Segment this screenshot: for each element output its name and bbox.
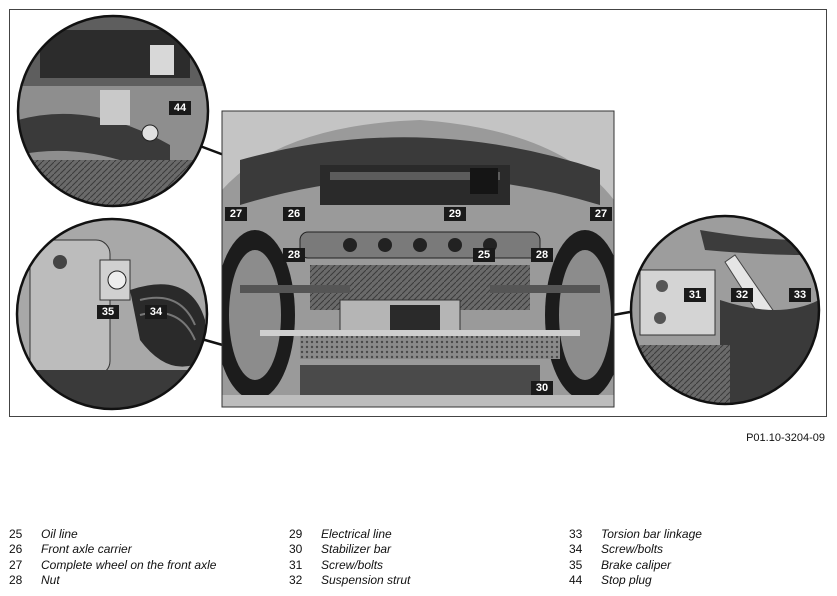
legend-text: Stop plug	[601, 572, 652, 587]
legend-text: Stabilizer bar	[321, 542, 392, 557]
callout-27-right: 27	[590, 207, 612, 221]
legend-text: Torsion bar linkage	[601, 527, 702, 541]
legend-item: 34 Screw/bolts	[569, 542, 702, 557]
legend-number: 32	[289, 572, 303, 587]
figure-reference: P01.10-3204-09	[746, 432, 825, 444]
legend-item: 28 Nut	[9, 573, 216, 588]
callout-35: 35	[97, 305, 119, 319]
callout-30: 30	[531, 381, 553, 395]
detail-circle-suspension-strut	[629, 214, 821, 406]
callout-25: 25	[473, 248, 495, 262]
legend-text: Screw/bolts	[321, 557, 384, 572]
legend-number: 29	[289, 527, 303, 541]
legend-item: 30 Stabilizer bar	[289, 542, 410, 557]
legend-number: 33	[569, 527, 583, 541]
legend-item: 27 Complete wheel on the front axle	[9, 558, 216, 573]
legend-number: 28	[9, 572, 23, 587]
legend-text: Complete wheel on the front axle	[41, 557, 217, 572]
legend-item: 44 Stop plug	[569, 573, 702, 588]
legend-column-3: 33 Torsion bar linkage 34 Screw/bolts 35 Br…	[569, 527, 702, 588]
callout-44: 44	[169, 101, 191, 115]
main-photo-border	[221, 110, 615, 408]
callout-26: 26	[283, 207, 305, 221]
legend-item: 25 Oil line	[9, 527, 216, 542]
callout-29: 29	[444, 207, 466, 221]
callout-28-right: 28	[531, 248, 553, 262]
legend-column-2: 29 Electrical line 30 Stabilizer bar 31 Scr…	[289, 527, 410, 588]
legend-text: Nut	[41, 572, 60, 587]
legend-number: 25	[9, 527, 23, 541]
legend-text: Brake caliper	[601, 557, 672, 572]
legend-number: 30	[289, 542, 303, 557]
callout-32: 32	[731, 288, 753, 302]
callout-28-left: 28	[283, 248, 305, 262]
legend-item: 31 Screw/bolts	[289, 558, 410, 573]
legend-item: 33 Torsion bar linkage	[569, 527, 702, 542]
callout-27-left: 27	[225, 207, 247, 221]
legend-column-1: 25 Oil line 26 Front axle carrier 27 Comple…	[9, 527, 216, 588]
legend-number: 34	[569, 542, 583, 557]
legend-text: Electrical line	[321, 527, 392, 541]
legend-item: 35 Brake caliper	[569, 558, 702, 573]
legend-number: 44	[569, 572, 583, 587]
main-photo	[222, 111, 614, 407]
legend-item: 29 Electrical line	[289, 527, 410, 542]
legend-text: Front axle carrier	[41, 542, 132, 557]
legend-item: 32 Suspension strut	[289, 573, 410, 588]
legend-text: Suspension strut	[321, 572, 411, 587]
legend-number: 31	[289, 557, 303, 572]
callout-34: 34	[145, 305, 167, 319]
callout-33: 33	[789, 288, 811, 302]
legend-item: 26 Front axle carrier	[9, 542, 216, 557]
legend-text: Oil line	[41, 527, 78, 541]
legend-number: 35	[569, 557, 583, 572]
legend-text: Screw/bolts	[601, 542, 664, 557]
legend-number: 26	[9, 542, 23, 557]
legend-number: 27	[9, 557, 23, 572]
callout-31: 31	[684, 288, 706, 302]
